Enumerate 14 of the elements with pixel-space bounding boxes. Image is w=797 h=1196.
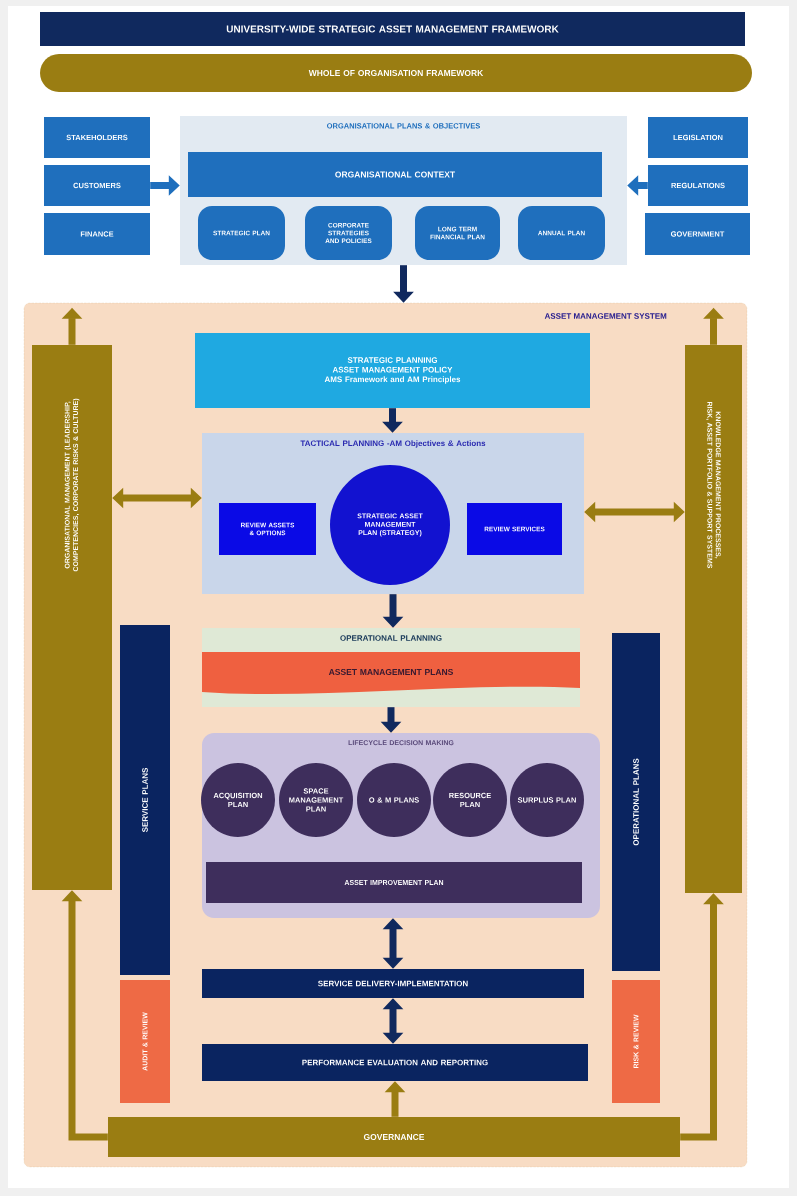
- arrow: [382, 998, 404, 1044]
- context-bar: ORGANISATIONAL CONTEXT: [188, 152, 602, 197]
- arrow: [382, 918, 404, 969]
- policy-box: STRATEGIC PLANNING ASSET MANAGEMENT POLICY AMS Framework and AM Principles: [195, 333, 590, 408]
- arrow: [584, 501, 685, 523]
- vertical-bar: OPERATIONAL PLANS: [612, 633, 660, 971]
- vertical-bar: SERVICE PLANS: [120, 625, 170, 975]
- framework-banner: WHOLE OF ORGANISATION FRAMEWORK: [40, 54, 752, 92]
- process-bar: SERVICE DELIVERY-IMPLEMENTATION: [202, 969, 584, 998]
- process-bar: PERFORMANCE EVALUATION AND REPORTING: [202, 1044, 588, 1081]
- wavy-banner: ASSET MANAGEMENT PLANS: [202, 652, 580, 695]
- title-bar: UNIVERSITY-WIDE STRATEGIC ASSET MANAGEMENT FRAMEWORK: [40, 12, 745, 46]
- arrow: [112, 487, 202, 509]
- governance-bar: GOVERNANCE: [108, 1117, 680, 1157]
